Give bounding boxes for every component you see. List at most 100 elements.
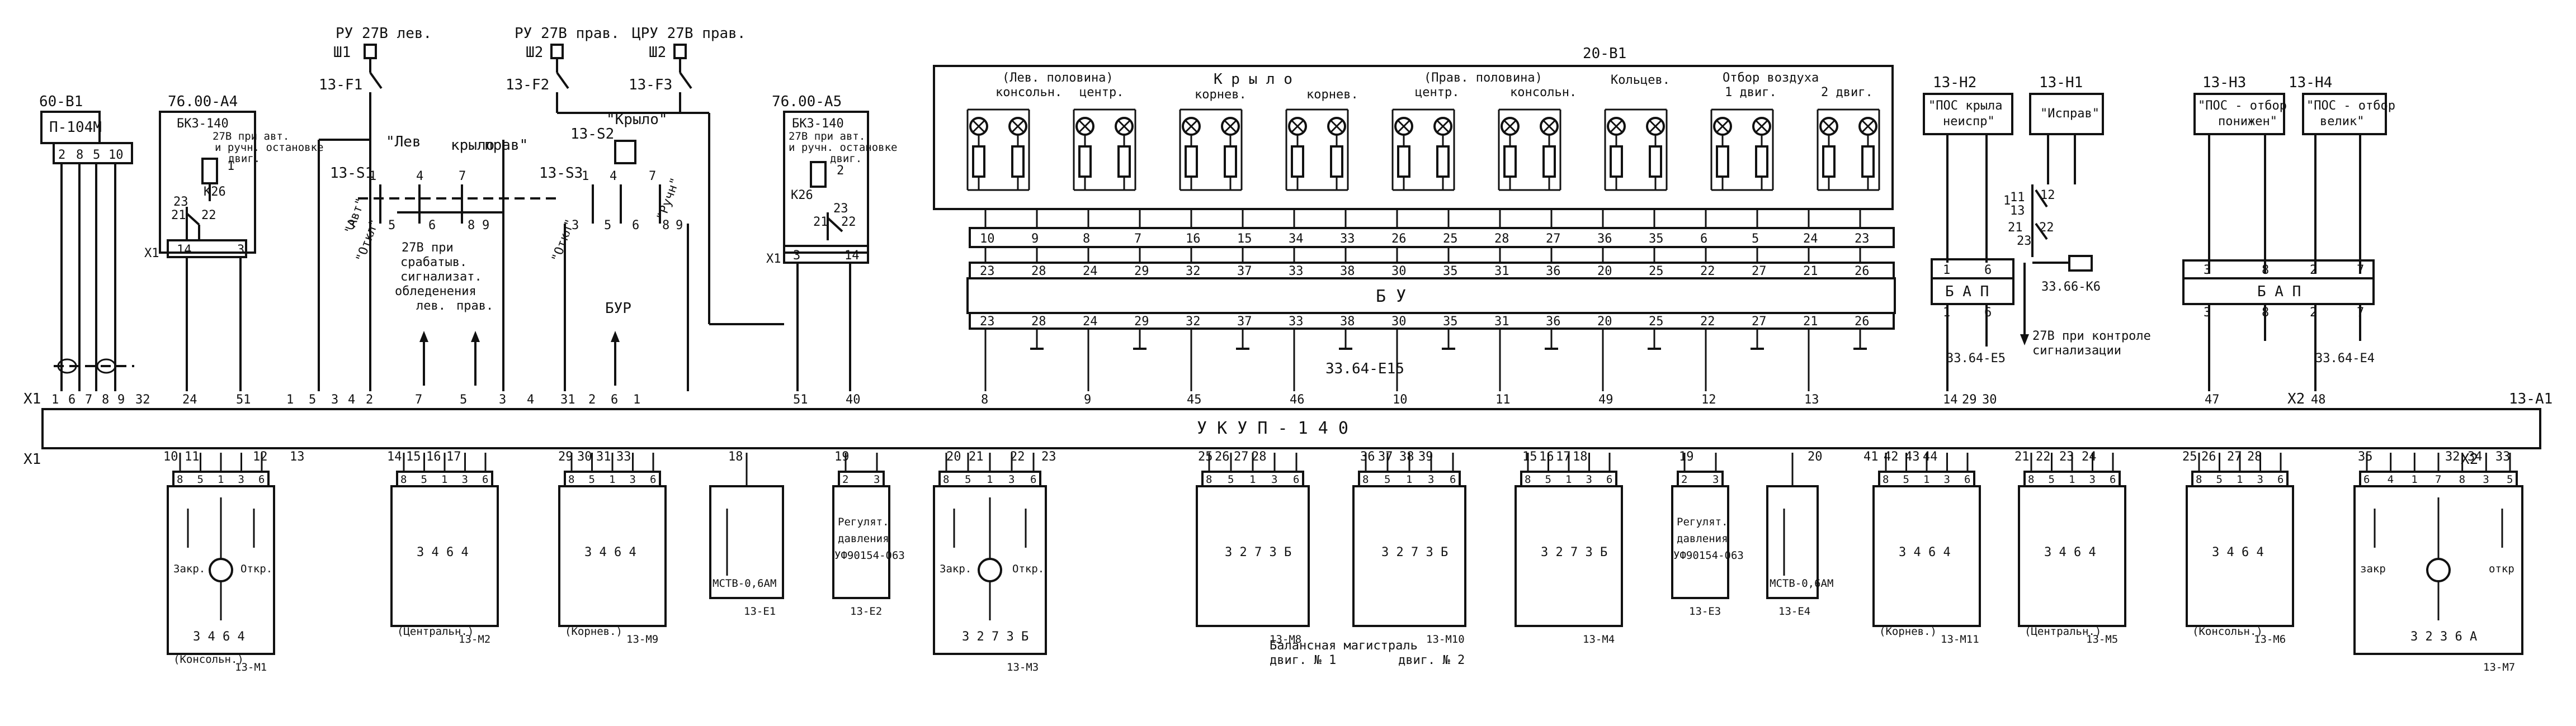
block-60-b1: 60-B1 П-104М 2 8 5 10 xyxy=(39,93,134,391)
signal-text: велик" xyxy=(2320,115,2364,129)
unit-caption: (Консольн.) xyxy=(173,653,244,666)
ukp-x2-label: X2 xyxy=(2461,451,2478,468)
relay-k6-coil xyxy=(2068,255,2093,272)
motor-icon xyxy=(978,558,1002,582)
pin: 20 xyxy=(1808,450,1823,464)
relay-a4-label: 76.00-A4 xyxy=(168,93,238,110)
pin: 16 xyxy=(426,450,441,464)
pin: 3 xyxy=(874,473,880,486)
unit-connector xyxy=(1677,471,1724,487)
connector-f3 xyxy=(673,44,687,59)
lamp xyxy=(1221,117,1240,190)
pin: 2 xyxy=(366,393,373,407)
signal-h3: 13-Н3 "ПОС - отбор понижен" xyxy=(2193,74,2287,274)
bus-label-f3: Ш2 xyxy=(649,44,666,61)
pin: 35 xyxy=(2358,450,2373,464)
bap-left-ground-label: 33.64-Е5 xyxy=(1946,352,2006,366)
pin: 5 xyxy=(1903,473,1909,486)
pin: 14 xyxy=(177,243,192,257)
pin: 36 xyxy=(1546,315,1561,329)
pin: 51 xyxy=(793,393,808,407)
pin: 8 xyxy=(943,473,949,486)
pin: 38 xyxy=(1340,315,1355,329)
relay-a5-frame xyxy=(783,111,869,254)
pin: 22 xyxy=(201,208,216,222)
pin: 49 xyxy=(1598,393,1613,407)
pin: 28 xyxy=(1031,315,1046,329)
signal-id: 13-Н2 xyxy=(1933,74,1976,91)
pin: 7 xyxy=(2357,263,2364,277)
pin: 22 xyxy=(2036,450,2051,464)
pin: 6 xyxy=(1984,306,1992,320)
pin: 24 xyxy=(1803,232,1818,246)
pin: 25 xyxy=(1649,264,1664,278)
unit-id: 13-М2 xyxy=(459,633,490,646)
lamp-resistor xyxy=(1542,145,1556,178)
pin: 29 xyxy=(1134,315,1149,329)
pin: 15 xyxy=(1237,232,1252,246)
pin: 6 xyxy=(428,219,436,232)
pin: 5 xyxy=(93,148,100,162)
pin: 6 xyxy=(2363,473,2370,486)
bap-right-label: Б А П xyxy=(2257,283,2301,300)
pin: 15 xyxy=(406,450,421,464)
pin: 3 xyxy=(2483,473,2489,486)
block-p104m-name: П-104М xyxy=(49,119,102,136)
unit-type: 3 2 7 3 Б xyxy=(1381,545,1448,559)
pin: 1 xyxy=(369,169,376,183)
motor-icon xyxy=(2426,558,2451,582)
switch-label-f1: 13-F1 xyxy=(319,77,362,93)
pin: 8 xyxy=(2196,473,2202,486)
lamp-resistor xyxy=(1078,145,1092,178)
pin: 33 xyxy=(1340,232,1355,246)
relay-a4-frame xyxy=(159,111,256,254)
pin: 23 xyxy=(833,202,848,216)
lamp-group-title: К р ы л о xyxy=(1214,71,1292,88)
pin: 3 xyxy=(630,473,636,486)
pin: 3 xyxy=(2089,473,2096,486)
pin: 35 xyxy=(1443,264,1458,278)
pin: 4 xyxy=(416,169,423,183)
close-label: Закр. xyxy=(940,563,971,575)
relay-a5-connector xyxy=(783,245,869,264)
pin: 43 xyxy=(1905,450,1920,464)
pin: 1 xyxy=(1249,473,1256,486)
pin: 30 xyxy=(1391,264,1407,278)
switch-f3: ЦРУ 27В прав. Ш2 13-F3 xyxy=(629,25,784,325)
pin: 26 xyxy=(1855,315,1870,329)
pin: 12 xyxy=(253,450,268,464)
unit-id: 13-Е4 xyxy=(1778,605,1810,618)
pin: 23 xyxy=(173,195,188,209)
pin: 16 xyxy=(1186,232,1201,246)
relay-k6-note: 27В при контроле xyxy=(2032,329,2151,343)
unit-id: 13-М3 xyxy=(1007,661,1039,673)
relay-a5-label: 76.00-A5 xyxy=(772,93,842,110)
pin: 14 xyxy=(387,450,402,464)
pin: 20 xyxy=(1597,264,1612,278)
ukp-id: 13-А1 xyxy=(2509,391,2553,407)
pin: 19 xyxy=(834,450,850,464)
pin: 33 xyxy=(1289,315,1304,329)
pin: 1 xyxy=(1923,473,1929,486)
pin: 12 xyxy=(1701,393,1716,407)
relay-a4-coil-label: К26 xyxy=(204,185,226,199)
pin: 26 xyxy=(1215,450,1230,464)
signal-box xyxy=(2193,93,2285,135)
pin: 5 xyxy=(2216,473,2223,486)
switch-s2-handle xyxy=(614,140,636,164)
pin: 10 xyxy=(163,450,178,464)
lamp-panel-connector xyxy=(969,227,1895,248)
unit-id: 13-М5 xyxy=(2086,633,2118,646)
relay-a4-coil xyxy=(201,158,218,184)
ukp-x2-label: X2 xyxy=(2287,391,2305,407)
unit-type: 3 4 6 4 xyxy=(193,630,245,644)
pin: 1 xyxy=(609,473,615,486)
bu-bottom-connector xyxy=(969,312,1895,330)
